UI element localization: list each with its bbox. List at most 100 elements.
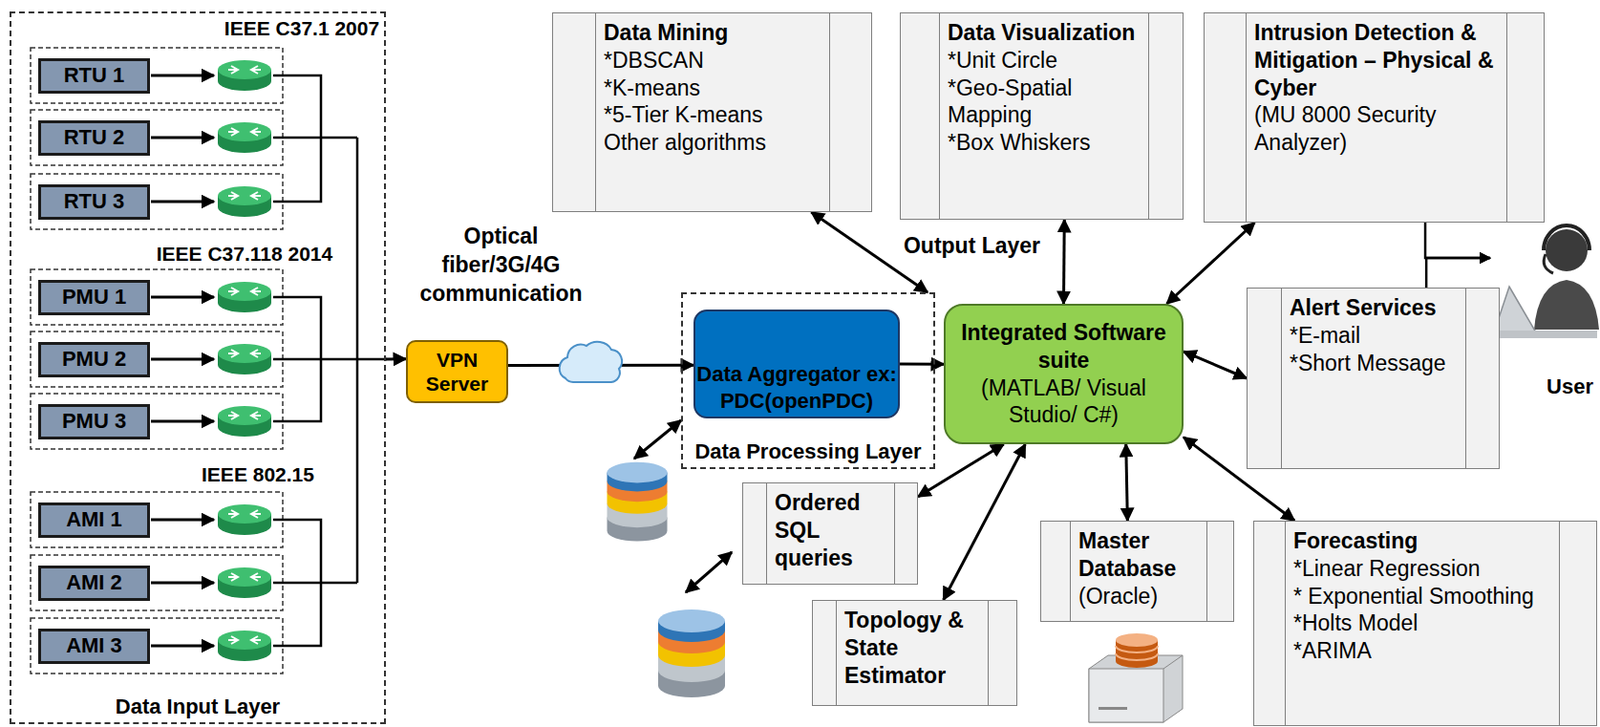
node-text: Other algorithms bbox=[603, 128, 825, 157]
database-icon bbox=[658, 609, 726, 698]
node-title: AMI 1 bbox=[41, 507, 148, 533]
side-bar bbox=[894, 483, 896, 584]
connector-arrow bbox=[385, 357, 406, 361]
layer-region: Data Processing Layer Data Aggregator ex:… bbox=[681, 292, 936, 470]
layer-label: Optical fiber/3G/4G communication bbox=[417, 222, 585, 309]
node-title: Ordered SQL queries bbox=[774, 489, 890, 572]
device-frames bbox=[30, 47, 283, 674]
process-box: Data Mining*DBSCAN*K-means*5-Tier K-mean… bbox=[552, 12, 873, 213]
layer-region: Data Input Layer RTU 1 RTU 2 RTU 3 PMU 1 PMU … bbox=[9, 11, 386, 725]
connector-arrow bbox=[1426, 257, 1491, 288]
node-title: PMU 1 bbox=[41, 284, 148, 310]
bus-wires bbox=[273, 75, 387, 646]
node-text: *Unit Circle bbox=[947, 46, 1144, 75]
node-text: *Holts Model bbox=[1293, 609, 1555, 638]
database-icon bbox=[607, 462, 668, 542]
connector-arrow bbox=[917, 444, 1004, 497]
side-bar bbox=[1506, 13, 1508, 222]
protocol-label: IEEE C37.118 2014 bbox=[143, 240, 346, 267]
node-text: * Exponential Smoothing bbox=[1293, 582, 1555, 611]
device-box: PMU 3 bbox=[38, 404, 150, 440]
device-box: RTU 2 bbox=[38, 120, 150, 156]
node-text: (MATLAB/ Visual Studio/ C#) bbox=[957, 374, 1171, 430]
node-title: Intrusion Detection & Mitigation – Physi… bbox=[1254, 19, 1502, 102]
side-bar bbox=[1465, 288, 1467, 469]
node-title: Forecasting bbox=[1293, 527, 1555, 555]
process-box: Forecasting*Linear Regression* Exponenti… bbox=[1253, 520, 1598, 726]
side-bar bbox=[1558, 521, 1560, 726]
node-text: *DBSCAN bbox=[603, 46, 825, 75]
connector-arrow bbox=[1062, 219, 1067, 304]
process-box: Master Database(Oracle) bbox=[1040, 520, 1235, 622]
device-box: AMI 2 bbox=[38, 565, 150, 601]
node-text: *ARIMA bbox=[1293, 637, 1555, 665]
device-box: PMU 2 bbox=[38, 341, 150, 378]
node-title: Master Database bbox=[1078, 527, 1202, 583]
node-text: *5-Tier K-means bbox=[603, 101, 825, 129]
node-title: Data Input Layer bbox=[11, 694, 384, 720]
layer-label: Output Layer bbox=[888, 232, 1056, 261]
node-text: *Linear Regression bbox=[1293, 554, 1555, 583]
aggregator-box: Data Aggregator ex: PDC(openPDC) bbox=[693, 309, 900, 419]
process-box: Alert Services*E-mail*Short Message bbox=[1246, 287, 1500, 470]
side-bar bbox=[1245, 13, 1247, 222]
node-title: User bbox=[1546, 374, 1594, 400]
node-title: Alert Services bbox=[1289, 294, 1461, 322]
protocol-label: IEEE 802.15 bbox=[195, 461, 320, 488]
node-text: *Geo-Spatial Mapping bbox=[947, 74, 1144, 130]
device-box: RTU 1 bbox=[38, 58, 150, 94]
node-title: RTU 1 bbox=[41, 63, 148, 88]
user-figure: User bbox=[1490, 210, 1598, 402]
node-title: AMI 3 bbox=[41, 633, 148, 659]
node-text: *E-mail bbox=[1289, 321, 1461, 350]
node-title: Data Visualization bbox=[947, 19, 1144, 47]
connector-arrow bbox=[1183, 351, 1247, 379]
node-title: VPN Server bbox=[417, 347, 497, 396]
connector-arrow bbox=[943, 444, 1026, 600]
connector-arrow bbox=[899, 362, 944, 366]
node-title: PMU 2 bbox=[41, 346, 148, 372]
server-icon bbox=[1088, 633, 1183, 723]
device-box: RTU 3 bbox=[38, 184, 150, 220]
node-title: RTU 3 bbox=[41, 189, 148, 214]
node-title: Data Processing Layer bbox=[682, 439, 934, 465]
process-box: Data Visualization*Unit Circle*Geo-Spati… bbox=[899, 12, 1184, 220]
device-box: AMI 1 bbox=[38, 502, 150, 538]
side-bar bbox=[766, 483, 768, 584]
protocol-label: IEEE C37.1 2007 bbox=[221, 15, 383, 42]
software-box: Integrated Software suite(MATLAB/ Visual… bbox=[943, 303, 1184, 445]
node-title: Data Aggregator ex: PDC(openPDC) bbox=[695, 361, 898, 414]
side-bar bbox=[1148, 13, 1150, 219]
side-bar bbox=[938, 13, 940, 219]
node-text: *Short Message bbox=[1289, 349, 1461, 378]
side-bar bbox=[595, 13, 597, 212]
device-box: PMU 1 bbox=[38, 279, 150, 316]
node-title: RTU 2 bbox=[41, 125, 148, 150]
side-bar bbox=[835, 600, 837, 705]
process-box: Ordered SQL queries bbox=[742, 482, 918, 585]
connector-arrow bbox=[1126, 444, 1129, 521]
user-icon bbox=[1490, 225, 1600, 339]
node-title: Data Mining bbox=[603, 19, 825, 47]
side-bar bbox=[1069, 521, 1071, 621]
connector-arrow bbox=[1166, 222, 1255, 304]
node-title: PMU 3 bbox=[41, 408, 148, 434]
side-bar bbox=[987, 600, 989, 705]
process-box: Topology & State Estimator bbox=[811, 599, 1018, 706]
router-icons bbox=[217, 60, 272, 662]
device-arrows bbox=[150, 75, 214, 646]
cloud-icon bbox=[559, 341, 622, 383]
node-title: Integrated Software suite bbox=[957, 319, 1171, 375]
device-box: AMI 3 bbox=[38, 628, 150, 664]
node-title: Topology & State Estimator bbox=[844, 606, 983, 689]
side-bar bbox=[829, 13, 831, 212]
side-bar bbox=[1284, 521, 1286, 726]
connector-arrow bbox=[1425, 222, 1491, 258]
server-box: VPN Server bbox=[405, 340, 509, 404]
node-title: AMI 2 bbox=[41, 570, 148, 596]
side-bar bbox=[1280, 288, 1282, 469]
node-text: (Oracle) bbox=[1078, 582, 1202, 611]
node-text: *Box Whiskers bbox=[947, 128, 1144, 157]
node-text: *K-means bbox=[603, 74, 825, 103]
